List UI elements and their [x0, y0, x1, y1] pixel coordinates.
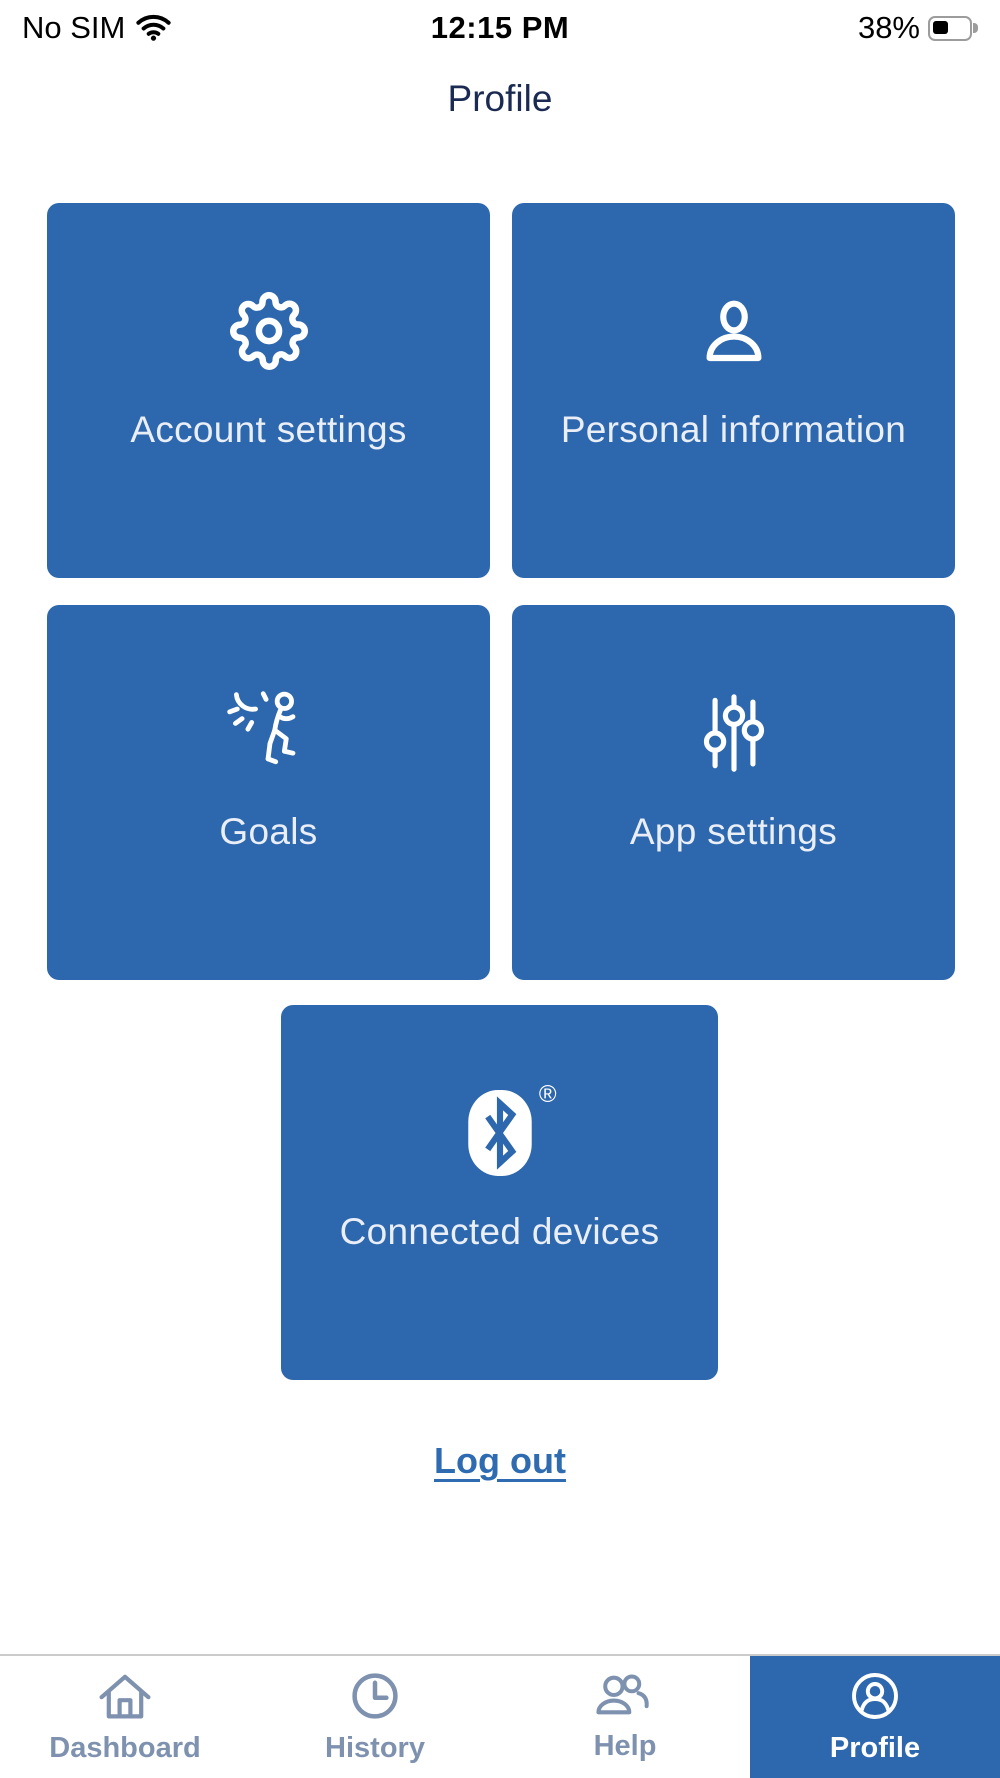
tile-personal-information[interactable]: Personal information [512, 203, 955, 578]
page-title: Profile [447, 78, 553, 119]
tile-goals[interactable]: Goals [47, 605, 490, 980]
tab-profile[interactable]: Profile [750, 1656, 1000, 1778]
tile-label: Account settings [130, 409, 407, 450]
registered-trademark: ® [538, 1081, 557, 1108]
tab-label: Help [593, 1730, 657, 1762]
tile-connected-devices[interactable]: ® Connected devices [281, 1005, 718, 1380]
tile-label: App settings [629, 811, 838, 852]
tab-history[interactable]: History [250, 1656, 500, 1778]
tab-dashboard[interactable]: Dashboard [0, 1656, 250, 1778]
tile-account-settings[interactable]: Account settings [47, 203, 490, 578]
tab-label: Dashboard [49, 1732, 201, 1764]
sliders-icon [691, 685, 777, 781]
people-icon [591, 1666, 659, 1724]
bluetooth-icon: ® [467, 1081, 557, 1177]
person-icon [694, 283, 774, 379]
home-icon [95, 1666, 155, 1726]
runner-sun-icon [221, 685, 317, 781]
gear-icon [229, 283, 308, 379]
tab-help[interactable]: Help [500, 1656, 750, 1778]
clock-time: 12:15 PM [430, 10, 570, 45]
tab-bar: Dashboard History Help [0, 1654, 1000, 1778]
tile-label: Personal information [560, 409, 907, 450]
profile-circle-icon [845, 1666, 905, 1726]
tab-label: Profile [829, 1732, 921, 1764]
tile-app-settings[interactable]: App settings [512, 605, 955, 980]
log-out-link[interactable]: Log out [434, 1440, 566, 1481]
tile-label: Connected devices [339, 1211, 660, 1252]
status-bar: No SIM 12:15 PM 38% [0, 0, 1000, 50]
battery-percent-label: 38% [857, 10, 920, 45]
carrier-label: No SIM [22, 10, 126, 45]
clock-icon [345, 1666, 405, 1726]
wifi-icon [135, 14, 172, 42]
tile-label: Goals [219, 811, 318, 852]
tab-label: History [325, 1732, 425, 1764]
battery-icon [928, 15, 978, 41]
